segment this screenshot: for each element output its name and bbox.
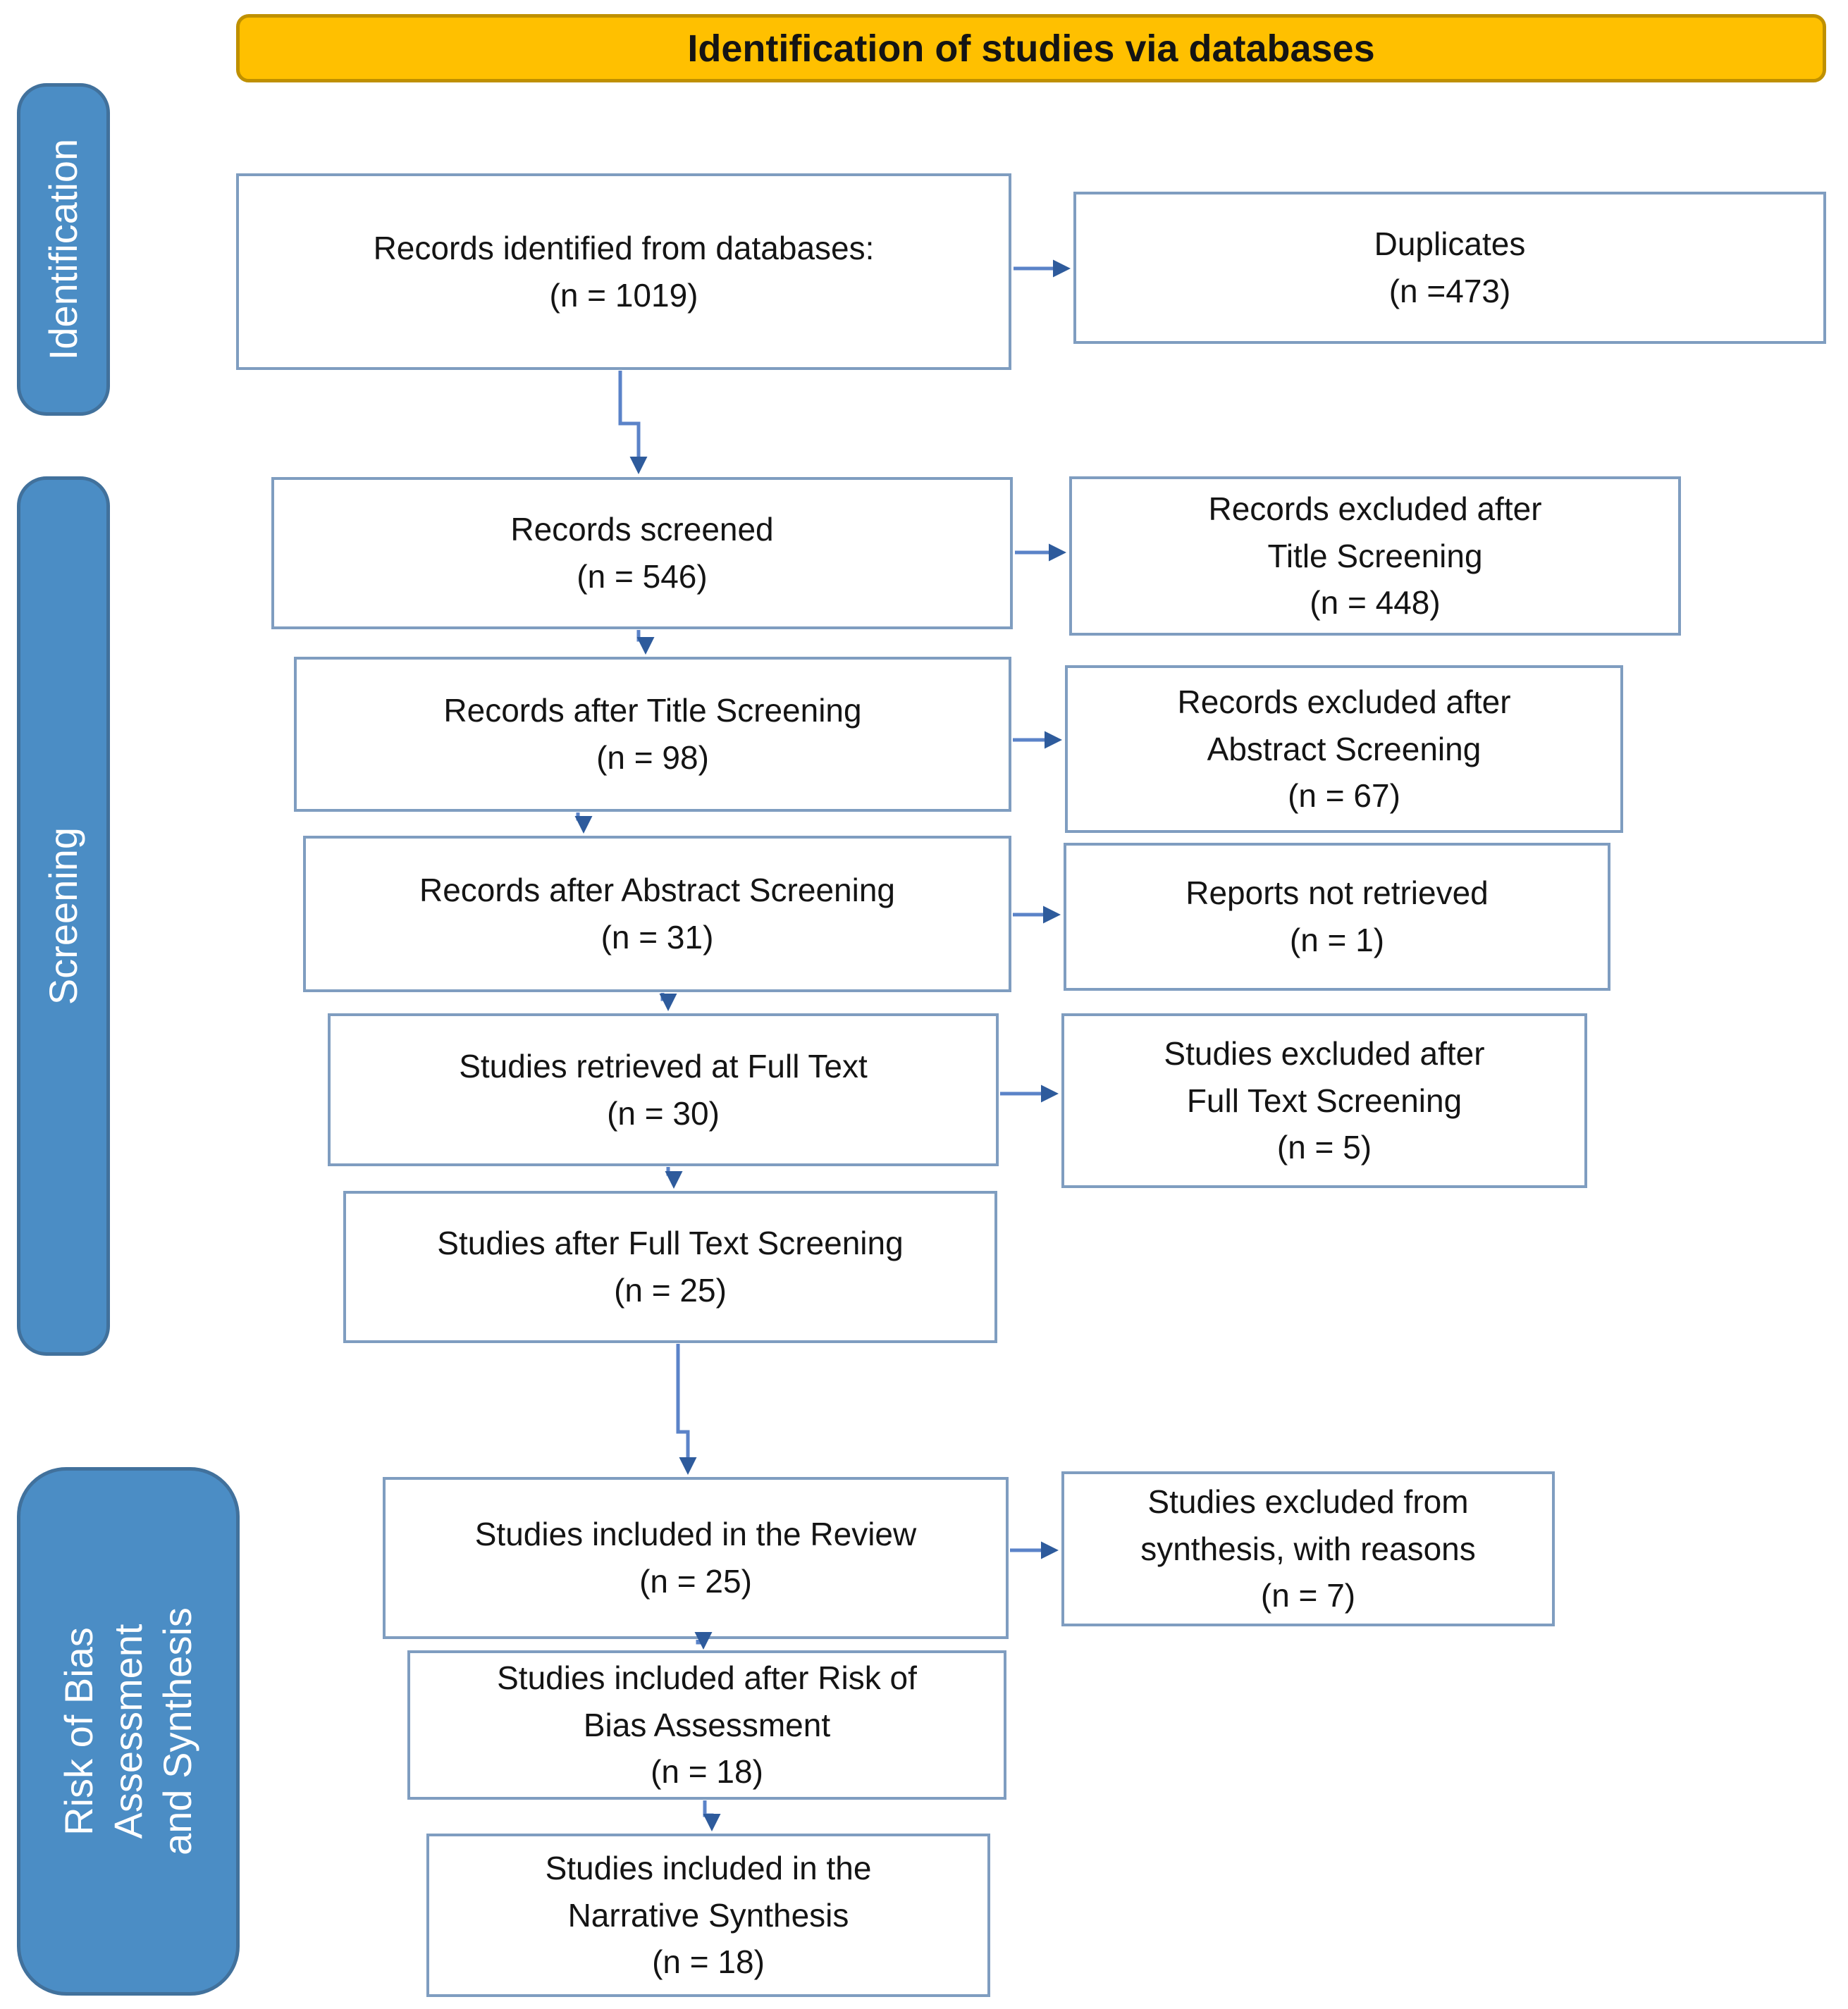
box-count-line: (n = 18) <box>651 1753 763 1791</box>
box-text-line: Studies excluded after <box>1164 1034 1485 1072</box>
box-count-line: (n =473) <box>1388 273 1511 309</box>
box-excluded-full-text-screening: Studies excluded after Full Text Screeni… <box>1061 1013 1587 1188</box>
box-text-line: Records excluded after <box>1208 490 1542 527</box>
box-text-line: Full Text Screening <box>1186 1082 1462 1119</box>
stage-label-screening: Screening <box>17 476 110 1356</box>
box-records-after-title-screening: Records after Title Screening (n = 98) <box>294 657 1011 812</box>
box-text-line: synthesis, with reasons <box>1140 1530 1476 1567</box>
box-excluded-abstract-screening: Records excluded after Abstract Screenin… <box>1065 665 1623 833</box>
arrow-retrieved-to-after-fulltext <box>665 1167 683 1189</box>
box-text-line: Records identified from databases: <box>373 229 875 266</box>
box-count-line: (n = 25) <box>614 1272 727 1309</box>
box-text-line: Records after Abstract Screening <box>419 872 895 909</box>
arrow-after-rob-to-narrative-synthesis <box>703 1800 721 1831</box>
stage-label-identification: Identification <box>17 83 110 416</box>
box-text-line: Studies after Full Text Screening <box>437 1225 904 1262</box>
box-text-line: Records excluded after <box>1177 683 1511 720</box>
box-count-line: (n = 98) <box>596 739 709 776</box>
box-count-line: (n = 448) <box>1310 584 1441 622</box>
box-text-line: Duplicates <box>1374 225 1526 263</box>
stage-line: Assessment <box>106 1624 150 1839</box>
box-count-line: (n = 31) <box>600 919 714 956</box>
arrow-included-review-to-after-rob <box>694 1632 713 1650</box>
box-text-line: Studies included in the Review <box>474 1516 917 1553</box>
stage-rotated-text: Screening <box>39 827 88 1005</box>
arrow-after-abstract-to-retrieved <box>659 993 677 1011</box>
stage-line: and Synthesis <box>155 1607 199 1855</box>
box-text-line: Abstract Screening <box>1207 730 1482 767</box>
box-excluded-title-screening: Records excluded after Title Screening (… <box>1069 476 1681 636</box>
box-text-line: Reports not retrieved <box>1185 874 1489 912</box>
box-count-line: (n = 5) <box>1276 1129 1372 1166</box>
box-text-line: Studies excluded from <box>1147 1483 1469 1520</box>
box-records-after-abstract-screening: Records after Abstract Screening (n = 31… <box>303 836 1011 992</box>
diagram-title-banner: Identification of studies via databases <box>236 14 1826 82</box>
stage-line: Identification <box>41 138 85 361</box>
box-count-line: (n = 25) <box>639 1563 752 1600</box>
box-text-line: Studies retrieved at Full Text <box>459 1047 868 1084</box>
box-text-line: Title Screening <box>1267 537 1483 574</box>
box-count-line: (n = 1019) <box>549 276 698 314</box>
diagram-title: Identification of studies via databases <box>687 27 1375 70</box>
stage-line: Risk of Bias <box>56 1627 101 1836</box>
box-studies-included-after-rob: Studies included after Risk of Bias Asse… <box>407 1650 1006 1800</box>
box-studies-included-narrative-synthesis: Studies included in the Narrative Synthe… <box>426 1834 990 1997</box>
box-text-line: Records after Title Screening <box>443 692 862 729</box>
box-text-line: Bias Assessment <box>583 1706 831 1743</box>
box-count-line: (n = 30) <box>607 1094 720 1132</box>
box-count-line: (n = 67) <box>1288 777 1400 815</box>
stage-line: Screening <box>41 827 86 1006</box>
arrow-after-fulltext-to-included-review <box>676 1344 697 1475</box>
arrow-after-title-to-after-abstract <box>574 812 593 834</box>
box-studies-after-full-text-screening: Studies after Full Text Screening (n = 2… <box>343 1191 997 1343</box>
stage-rotated-text: Identification <box>39 139 88 360</box>
arrow-identified-to-screened <box>618 371 648 474</box>
box-text-line: Narrative Synthesis <box>567 1896 849 1934</box>
arrow-screened-to-after-title <box>636 630 655 655</box>
box-duplicates: Duplicates (n =473) <box>1073 192 1826 344</box>
box-studies-included-review: Studies included in the Review (n = 25) <box>383 1477 1009 1639</box>
box-count-line: (n = 18) <box>652 1943 765 1981</box>
box-count-line: (n = 546) <box>577 558 708 595</box>
box-studies-retrieved-full-text: Studies retrieved at Full Text (n = 30) <box>328 1013 999 1166</box>
box-count-line: (n = 7) <box>1260 1577 1356 1614</box>
stage-label-risk-of-bias: Risk of Bias Assessment and Synthesis <box>17 1467 240 1996</box>
box-excluded-from-synthesis: Studies excluded from synthesis, with re… <box>1061 1471 1555 1626</box>
box-records-identified: Records identified from databases: (n = … <box>236 173 1011 370</box>
box-text-line: Studies included in the <box>545 1849 872 1886</box>
box-count-line: (n = 1) <box>1289 922 1385 958</box>
box-text-line: Studies included after Risk of <box>497 1659 917 1696</box>
stage-rotated-text: Risk of Bias Assessment and Synthesis <box>54 1607 202 1855</box>
box-records-screened: Records screened (n = 546) <box>271 477 1013 629</box>
box-text-line: Records screened <box>510 511 774 548</box>
box-reports-not-retrieved: Reports not retrieved (n = 1) <box>1064 843 1610 991</box>
